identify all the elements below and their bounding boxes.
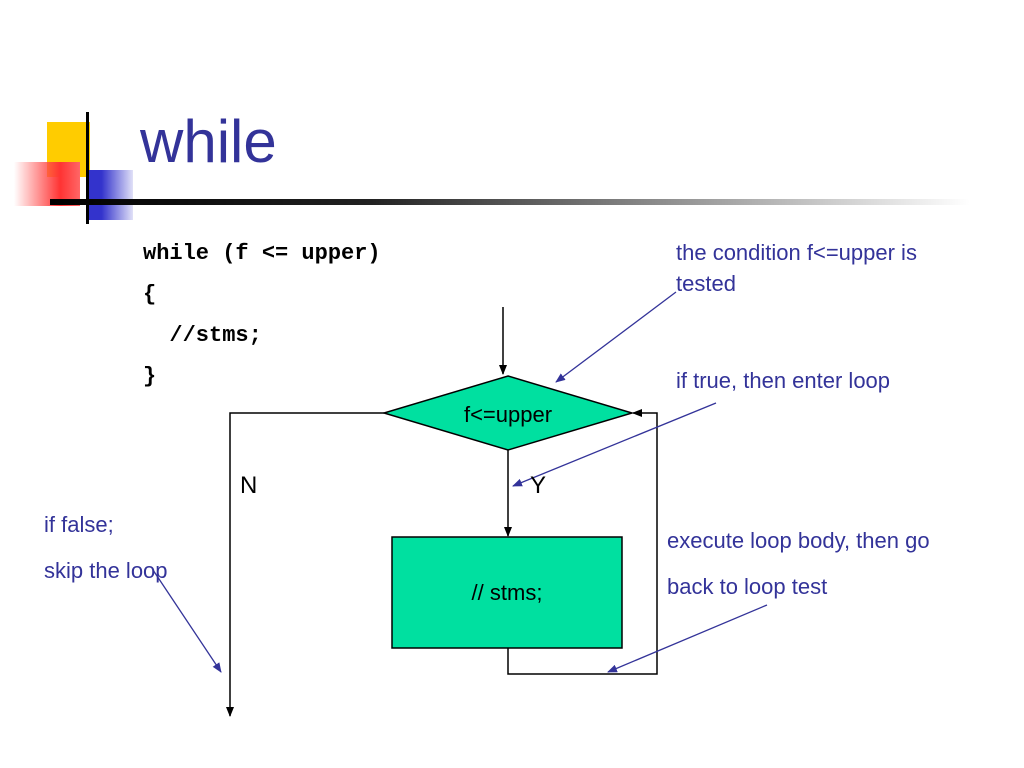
loop-back-note: execute loop body, then go back to loop … <box>667 518 930 610</box>
code-line: } <box>143 364 157 389</box>
if-true-note: if true, then enter loop <box>676 368 891 393</box>
note-line: tested <box>676 271 736 296</box>
condition-pointer <box>555 291 677 383</box>
yes-label: Y <box>530 472 547 499</box>
note-line: back to loop test <box>667 574 828 599</box>
code-line: //stms; <box>143 323 262 348</box>
red-square-decoration <box>14 162 80 206</box>
note-line: if false; <box>44 512 114 537</box>
code-line: while (f <= upper) <box>143 241 381 266</box>
loop-body-box <box>391 536 623 649</box>
no-label: N <box>240 472 258 499</box>
if-false-pointer <box>152 569 222 673</box>
note-line: the condition f<=upper is <box>676 240 917 265</box>
code-snippet: while (f <= upper) { //stms; } <box>143 233 381 397</box>
no-arrow <box>226 412 384 717</box>
if-false-note: if false; skip the loop <box>44 502 168 594</box>
condition-label: f<=upper <box>463 402 553 427</box>
note-line: skip the loop <box>44 558 168 583</box>
title-divider <box>50 199 970 205</box>
condition-tested-note: the condition f<=upper is tested <box>676 237 917 299</box>
vertical-deco-line <box>86 112 89 224</box>
slide-title: while <box>140 108 277 175</box>
loop-body-label: // stms; <box>471 580 543 605</box>
if-true-pointer <box>512 402 717 487</box>
note-line: execute loop body, then go <box>667 528 930 553</box>
loop-back-arrow <box>507 409 658 675</box>
blue-square-decoration <box>88 170 133 220</box>
code-line: { <box>143 282 157 307</box>
loop-back-pointer <box>607 604 768 673</box>
